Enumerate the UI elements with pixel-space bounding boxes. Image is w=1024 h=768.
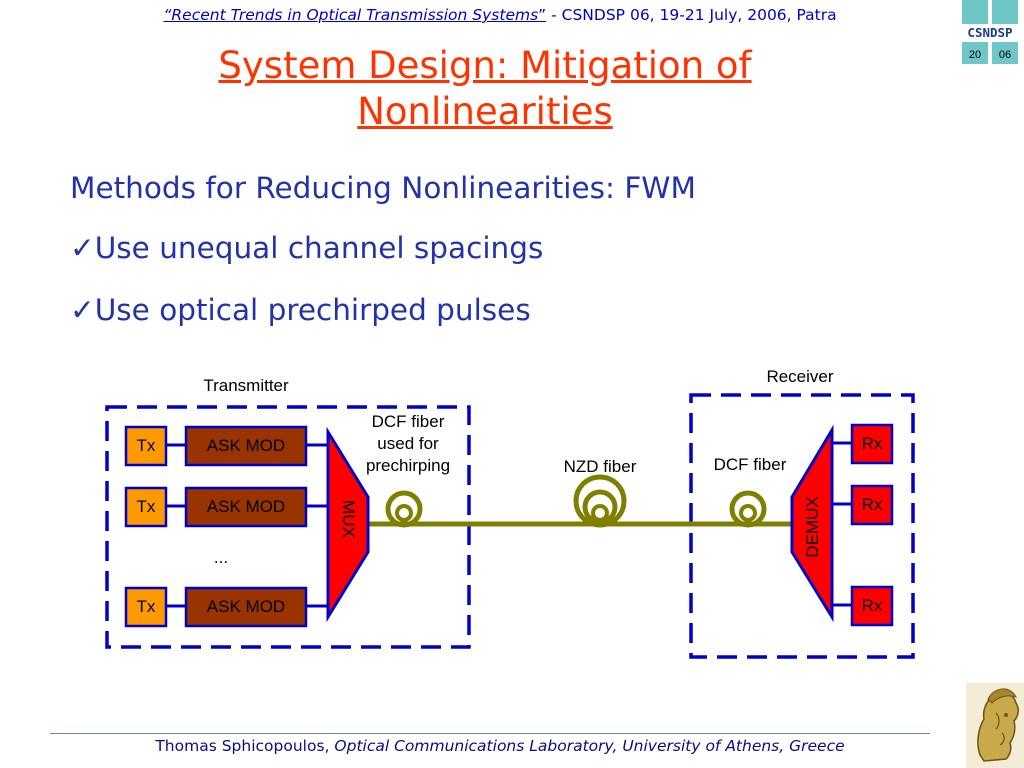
bullet-text: Use unequal channel spacings bbox=[94, 231, 544, 265]
dcf-fiber-coil-icon bbox=[729, 490, 767, 528]
rx-label: Rx bbox=[862, 596, 883, 615]
logo-tile-bottom-left bbox=[962, 42, 988, 64]
ask-mod-label: ASK MOD bbox=[207, 497, 285, 516]
tx-label: Tx bbox=[137, 597, 156, 616]
event-details: - CSNDSP 06, 19-21 July, 2006, Patra bbox=[546, 6, 837, 24]
rx-label: Rx bbox=[862, 434, 883, 453]
tx-label: Tx bbox=[137, 497, 156, 516]
slide-title-line2: Nonlinearities bbox=[357, 90, 613, 133]
dcf-fiber-label: DCF fiber bbox=[713, 455, 787, 474]
quote-close: ” bbox=[538, 6, 547, 24]
nzd-fiber-label: NZD fiber bbox=[563, 457, 637, 476]
logo-tile-top-left bbox=[962, 0, 988, 24]
logo-text: CSNDSP bbox=[967, 25, 1012, 40]
footer-divider bbox=[50, 733, 930, 734]
footer-affiliation: Optical Communications Laboratory, Unive… bbox=[334, 737, 845, 755]
dcf-prechirp-line1: DCF fiber bbox=[371, 412, 445, 431]
slide-footer: Thomas Sphicopoulos, Optical Communicati… bbox=[0, 737, 1000, 755]
bullet-item: ✓Use unequal channel spacings bbox=[70, 231, 543, 265]
tx-label: Tx bbox=[137, 436, 156, 455]
rx-box bbox=[850, 423, 894, 465]
check-icon: ✓ bbox=[70, 231, 95, 265]
conference-header: “Recent Trends in Optical Transmission S… bbox=[0, 6, 1000, 24]
mux-block bbox=[326, 426, 370, 623]
quote-open: “ bbox=[163, 6, 172, 24]
slide-title-line1: System Design: Mitigation of bbox=[218, 44, 752, 87]
nzd-fiber-coil-icon bbox=[573, 474, 627, 528]
rx-label: Rx bbox=[862, 495, 883, 514]
logo-year-right: 06 bbox=[999, 49, 1011, 61]
tx-box bbox=[124, 486, 168, 528]
mux-label: MUX bbox=[339, 500, 358, 538]
logo-tile-top-right bbox=[992, 0, 1018, 24]
dcf-prechirp-coil-icon bbox=[385, 490, 423, 528]
tx-box bbox=[124, 425, 168, 467]
check-icon: ✓ bbox=[70, 293, 95, 327]
ask-mod-box bbox=[184, 586, 308, 628]
bullet-heading: Methods for Reducing Nonlinearities: FWM bbox=[70, 171, 696, 205]
demux-block bbox=[790, 424, 834, 623]
ask-mod-box bbox=[184, 486, 308, 528]
dcf-prechirp-line2: used for bbox=[377, 434, 439, 453]
footer-author: Thomas Sphicopoulos, bbox=[155, 737, 335, 755]
bullet-text: Use optical prechirped pulses bbox=[94, 293, 531, 327]
rx-box bbox=[850, 484, 894, 526]
transmitter-label: Transmitter bbox=[203, 376, 289, 395]
ask-mod-box bbox=[184, 425, 308, 467]
logo-tile-bottom-right bbox=[992, 42, 1018, 64]
rx-box bbox=[850, 585, 894, 627]
conference-title: Recent Trends in Optical Transmission Sy… bbox=[171, 6, 539, 24]
athena-head-logo bbox=[966, 683, 1024, 768]
dcf-prechirp-line3: prechirping bbox=[365, 456, 451, 475]
transmitter-frame bbox=[105, 405, 471, 649]
channel-ellipsis: ... bbox=[214, 548, 228, 567]
bullet-item: ✓Use optical prechirped pulses bbox=[70, 293, 531, 327]
demux-label: DEMUX bbox=[803, 496, 822, 557]
csndsp-logo: CSNDSP 20 06 bbox=[962, 0, 1018, 64]
receiver-label: Receiver bbox=[766, 367, 834, 386]
ask-mod-label: ASK MOD bbox=[207, 597, 285, 616]
tx-box bbox=[124, 586, 168, 628]
logo-year-left: 20 bbox=[969, 49, 981, 61]
dcf-prechirp-label: DCF fiber used for prechirping bbox=[348, 411, 468, 477]
ask-mod-label: ASK MOD bbox=[207, 436, 285, 455]
